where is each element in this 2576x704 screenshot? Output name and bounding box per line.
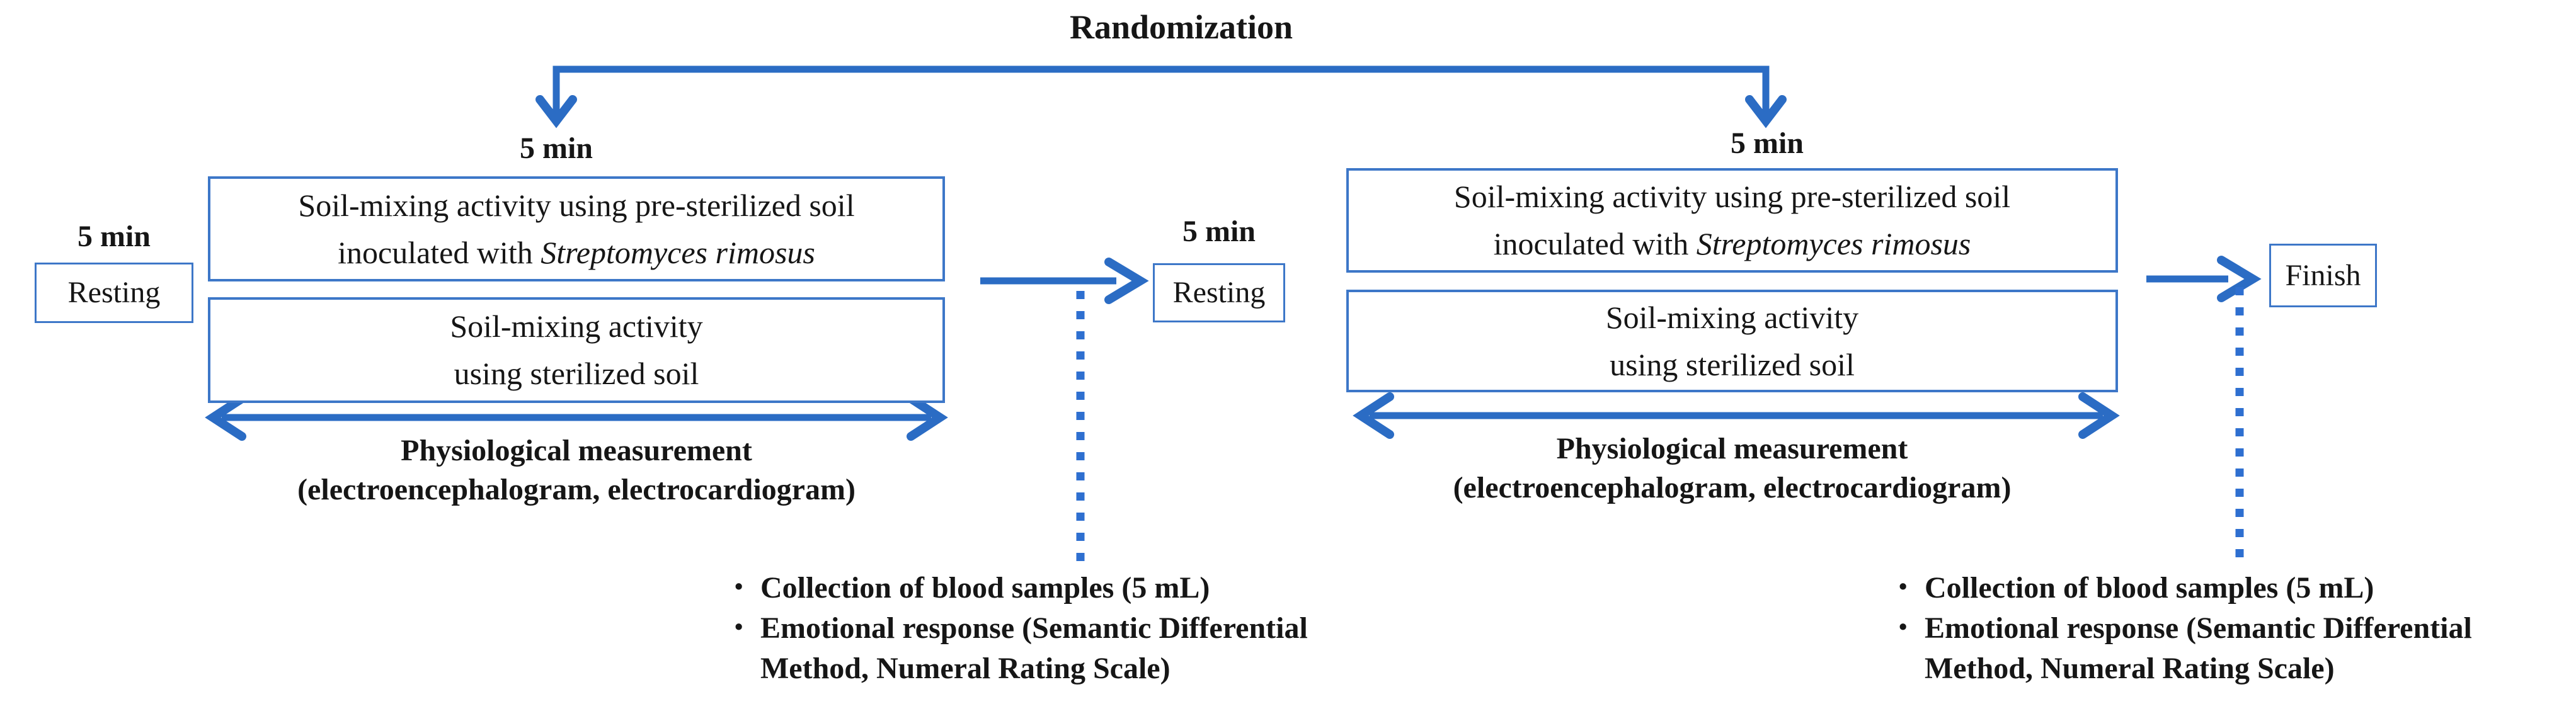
phase1-resting-box-label: Resting [67, 276, 161, 310]
phase2-species-name: Streptomyces rimosus [1696, 226, 1971, 261]
phase2-resting-box-label: Resting [1172, 276, 1266, 310]
randomization-right-arrowhead-icon [1745, 95, 1787, 128]
bullet-icon: • [1899, 614, 1908, 640]
phase1-sterilized-soil-line2: using sterilized soil [454, 356, 699, 391]
bullet-icon: • [735, 614, 743, 640]
phase2-assessment-blood-text: Collection of blood samples (5 mL) [1925, 571, 2374, 605]
phase1-inoculated-soil-line1: Soil-mixing activity using pre-sterilize… [298, 187, 855, 223]
finish-box: Finish [2269, 244, 2377, 307]
phase2-assessment-emotion-text-line1: Emotional response (Semantic Differentia… [1925, 611, 2472, 645]
phase2-sterilized-soil-line2: using sterilized soil [1610, 346, 1855, 382]
phase1-to-phase2-arrowhead-icon [1104, 258, 1149, 304]
phase2-resting-box: Resting [1153, 263, 1285, 322]
phase2-measurement-left-arrowhead-icon [1353, 392, 1394, 439]
phase2-assessment-item-blood: • Collection of blood samples (5 mL) [1889, 568, 2576, 608]
phase1-assessment-item-emotion: • Emotional response (Semantic Differenti… [724, 608, 1468, 649]
phase1-measurement-detail: (electroencephalogram, electrocardiogram… [297, 473, 856, 506]
phase1-inoculated-soil-line2: inoculated with Streptomyces rimosus [338, 229, 815, 276]
phase1-sterilized-soil-box: Soil-mixing activity using sterilized so… [208, 297, 945, 403]
phase2-inoculated-soil-box: Soil-mixing activity using pre-sterilize… [1346, 168, 2118, 273]
phase2-rest-duration-label: 5 min [1182, 215, 1256, 248]
phase1-assessment-emotion-text-line1: Emotional response (Semantic Differentia… [760, 611, 1308, 645]
phase2-inoculated-soil-line2: inoculated with Streptomyces rimosus [1494, 220, 1971, 268]
randomization-bracket-line [552, 65, 1770, 117]
phase2-sterilized-soil-box: Soil-mixing activity using sterilized so… [1346, 290, 2118, 392]
phase2-inoculated-with-text: inoculated with [1493, 226, 1697, 261]
phase2-activity-duration-label: 5 min [1730, 127, 1804, 160]
bullet-icon: • [735, 574, 743, 600]
finish-box-label: Finish [2285, 258, 2361, 292]
phase1-inoculated-with-text: inoculated with [338, 234, 541, 270]
phase2-sterilized-soil-line1: Soil-mixing activity [1605, 299, 1859, 335]
phase1-assessment-item-emotion-cont: Method, Numeral Rating Scale) [724, 649, 1468, 689]
phase2-measurement-title: Physiological measurement [1556, 432, 1908, 465]
phase1-species-name: Streptomyces rimosus [541, 234, 815, 270]
phase2-assessment-item-emotion-cont: Method, Numeral Rating Scale) [1889, 649, 2576, 689]
phase2-measurement-detail: (electroencephalogram, electrocardiogram… [1453, 471, 2012, 504]
phase2-to-finish-arrowhead-icon [2217, 256, 2262, 302]
phase1-sterilized-soil-line1: Soil-mixing activity [450, 309, 703, 344]
phase1-assessment-item-blood: • Collection of blood samples (5 mL) [724, 568, 1468, 608]
randomization-left-arrowhead-icon [535, 95, 577, 128]
randomization-label: Randomization [1069, 8, 1293, 46]
phase1-assessments-list: • Collection of blood samples (5 mL) • Emo… [724, 568, 1468, 689]
phase1-measurement-left-arrowhead-icon [205, 394, 246, 441]
phase1-assessment-emotion-text-line2: Method, Numeral Rating Scale) [760, 652, 1171, 685]
bullet-icon: • [1899, 574, 1908, 600]
phase1-rest-duration-label: 5 min [77, 220, 151, 253]
phase2-measurement-right-arrowhead-icon [2078, 392, 2120, 439]
phase1-activity-duration-label: 5 min [519, 132, 593, 165]
phase2-assessment-item-emotion: • Emotional response (Semantic Differenti… [1889, 608, 2576, 649]
phase2-assessment-emotion-text-line2: Method, Numeral Rating Scale) [1925, 652, 2335, 685]
phase1-resting-box: Resting [35, 263, 193, 323]
phase1-inoculated-soil-box: Soil-mixing activity using pre-sterilize… [208, 176, 945, 281]
phase2-assessments-list: • Collection of blood samples (5 mL) • Emo… [1889, 568, 2576, 689]
phase2-inoculated-soil-line1: Soil-mixing activity using pre-sterilize… [1453, 179, 2011, 214]
phase1-measurement-title: Physiological measurement [401, 434, 752, 467]
phase1-assessment-blood-text: Collection of blood samples (5 mL) [760, 571, 1210, 605]
phase1-measurement-right-arrowhead-icon [907, 394, 948, 441]
